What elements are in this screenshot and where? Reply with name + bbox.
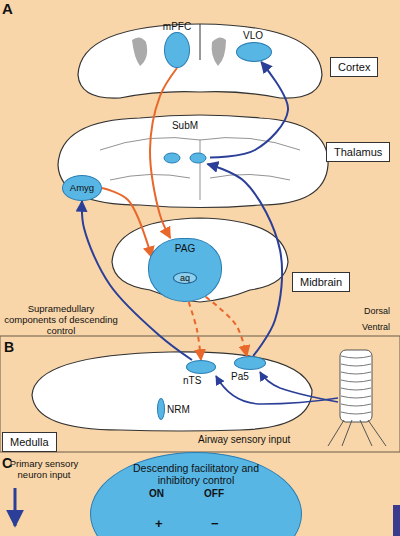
region-label: VLO xyxy=(243,30,263,41)
region-label: aq xyxy=(173,272,197,284)
figure-label: + xyxy=(155,516,163,531)
figure-label: A xyxy=(2,0,13,17)
pathway-arrow xyxy=(206,297,247,356)
midline xyxy=(200,24,201,60)
pathway-arrow xyxy=(102,188,152,257)
midbrain-slice xyxy=(112,218,288,302)
figure-label: B xyxy=(4,339,14,355)
trachea-ring xyxy=(341,380,371,382)
trachea-ring xyxy=(341,388,371,390)
level-box: Cortex xyxy=(330,57,378,77)
region-label: Midbrain xyxy=(300,276,342,288)
region-label: Medulla xyxy=(10,436,49,448)
brain-region: Pa5 xyxy=(234,356,266,370)
input-arrow xyxy=(14,488,17,526)
brain-region: NRM xyxy=(157,398,165,420)
trachea-ring xyxy=(341,356,371,358)
cortex-slice xyxy=(78,24,322,98)
region-label: NRM xyxy=(167,404,190,415)
trachea-ring xyxy=(341,364,371,366)
thalamus-slice xyxy=(58,115,328,208)
region-label: Pa5 xyxy=(231,371,249,382)
region-label: Thalamus xyxy=(334,146,382,158)
figure-label: Ventral xyxy=(362,322,390,332)
medulla-slice xyxy=(32,352,312,431)
region-label: PAG xyxy=(149,243,221,254)
thalamic-nucleus xyxy=(164,153,180,163)
brain-region: mPFC xyxy=(164,32,190,68)
region-label: mPFC xyxy=(163,21,191,32)
pathway-arrow xyxy=(150,68,177,238)
slice-contour xyxy=(100,138,300,200)
afferent-arrow xyxy=(260,372,338,402)
level-box: Thalamus xyxy=(326,142,390,162)
figure-label: Primary sensory neuron input xyxy=(4,458,84,480)
region-label: SubM xyxy=(160,120,210,131)
figure-label: Dorsal xyxy=(364,306,390,316)
bronchi xyxy=(328,420,386,446)
pathway-arrow xyxy=(189,302,201,360)
panel-edge-bar xyxy=(393,505,400,536)
figure-label: ON xyxy=(149,488,164,499)
trachea-ring xyxy=(341,412,371,414)
ventricle xyxy=(212,37,226,66)
level-box: Medulla xyxy=(2,432,57,452)
figure-label: Airway sensory input xyxy=(198,434,290,445)
trachea-ring xyxy=(341,396,371,398)
trachea-tube xyxy=(340,350,372,422)
figure-label: OFF xyxy=(204,488,224,499)
figure-label: Supramedullary components of descending … xyxy=(2,303,120,336)
trachea-ring xyxy=(341,372,371,374)
brain-region: Descending facilitatory and inhibitory c… xyxy=(90,452,302,536)
panel-frame xyxy=(0,336,400,452)
region-label: Descending facilitatory and inhibitory c… xyxy=(91,453,301,486)
brain-region: SubM xyxy=(160,120,210,164)
ventricle xyxy=(132,37,147,66)
trachea-ring xyxy=(341,404,371,406)
region-label: Amyg xyxy=(63,176,101,200)
level-box: Midbrain xyxy=(292,272,350,292)
brain-region: Amyg xyxy=(62,175,102,201)
brain-region: nTS xyxy=(186,360,216,374)
brain-region: PAG aq xyxy=(148,238,222,302)
figure-label: − xyxy=(211,516,219,531)
thalamic-nucleus xyxy=(190,153,206,163)
pathway-arrow xyxy=(210,62,288,157)
region-label: Cortex xyxy=(338,61,370,73)
brain-region: VLO xyxy=(236,42,272,62)
region-label: nTS xyxy=(183,375,201,386)
